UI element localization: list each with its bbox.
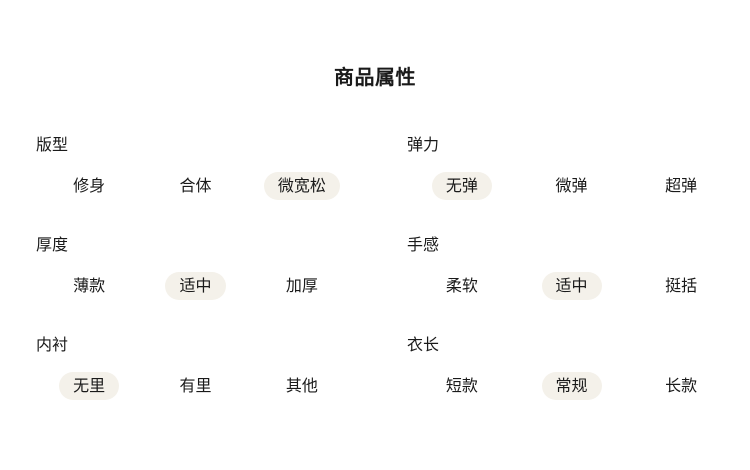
attribute-option-list: 柔软 适中 挺括 — [407, 272, 736, 300]
attribute-group: 手感柔软 适中 挺括 — [375, 234, 750, 334]
attribute-option-list: 无弹 微弹 超弹 — [407, 172, 736, 200]
attribute-option-cell: 无弹 — [407, 172, 517, 200]
attribute-option[interactable]: 修身 — [73, 176, 106, 195]
attribute-option-cell: 常规 — [517, 372, 627, 400]
attribute-option-selected[interactable]: 适中 — [541, 272, 602, 300]
attribute-option-cell: 微宽松 — [249, 172, 355, 200]
attribute-group: 弹力无弹 微弹 超弹 — [375, 134, 750, 234]
attribute-option-cell: 超弹 — [626, 172, 736, 200]
attribute-grid: 版型修身 合体 微宽松 弹力无弹 微弹 超弹厚度薄款 适中 加厚 手感柔软 适中 挺括内衬无里 有里 其… — [0, 134, 750, 434]
attribute-option-list: 无里 有里 其他 — [36, 372, 355, 400]
attribute-option[interactable]: 短款 — [445, 376, 478, 395]
attribute-label: 衣长 — [407, 335, 440, 354]
attribute-group: 厚度薄款 适中 加厚 — [0, 234, 375, 334]
attribute-group: 衣长短款 常规 长款 — [375, 334, 750, 434]
attribute-option[interactable]: 有里 — [179, 376, 212, 395]
attribute-option[interactable]: 其他 — [285, 376, 318, 395]
attribute-option-cell: 短款 — [407, 372, 517, 400]
attribute-option-selected[interactable]: 微宽松 — [263, 172, 340, 200]
attribute-option-selected[interactable]: 无弹 — [431, 172, 492, 200]
attribute-group: 内衬无里 有里 其他 — [0, 334, 375, 434]
attribute-label: 厚度 — [36, 235, 69, 254]
attribute-option[interactable]: 薄款 — [73, 276, 106, 295]
attribute-option-selected[interactable]: 常规 — [541, 372, 602, 400]
attribute-option-cell: 长款 — [626, 372, 736, 400]
attribute-option-cell: 有里 — [142, 372, 248, 400]
attribute-option-cell: 无里 — [36, 372, 142, 400]
attribute-label: 版型 — [36, 135, 69, 154]
attribute-option-selected[interactable]: 无里 — [59, 372, 120, 400]
page-title: 商品属性 — [334, 65, 416, 89]
attribute-option-list: 修身 合体 微宽松 — [36, 172, 355, 200]
attribute-option-cell: 其他 — [249, 372, 355, 400]
attribute-option[interactable]: 合体 — [179, 176, 212, 195]
attribute-option-list: 短款 常规 长款 — [407, 372, 736, 400]
attribute-option[interactable]: 加厚 — [285, 276, 318, 295]
attribute-option-cell: 挺括 — [626, 272, 736, 300]
attribute-option-cell: 合体 — [142, 172, 248, 200]
attribute-option[interactable]: 超弹 — [665, 176, 698, 195]
attribute-option-list: 薄款 适中 加厚 — [36, 272, 355, 300]
attribute-option-cell: 适中 — [517, 272, 627, 300]
attribute-option-cell: 修身 — [36, 172, 142, 200]
attribute-option-cell: 微弹 — [517, 172, 627, 200]
attribute-option-cell: 加厚 — [249, 272, 355, 300]
attribute-option-cell: 薄款 — [36, 272, 142, 300]
attribute-option[interactable]: 微弹 — [555, 176, 588, 195]
attribute-option[interactable]: 挺括 — [665, 276, 698, 295]
attribute-label: 内衬 — [36, 335, 69, 354]
attribute-option-selected[interactable]: 适中 — [165, 272, 226, 300]
attribute-label: 弹力 — [407, 135, 440, 154]
attribute-option-cell: 柔软 — [407, 272, 517, 300]
attribute-group: 版型修身 合体 微宽松 — [0, 134, 375, 234]
attribute-option[interactable]: 柔软 — [445, 276, 478, 295]
attribute-option-cell: 适中 — [142, 272, 248, 300]
attribute-label: 手感 — [407, 235, 440, 254]
attribute-option[interactable]: 长款 — [665, 376, 698, 395]
